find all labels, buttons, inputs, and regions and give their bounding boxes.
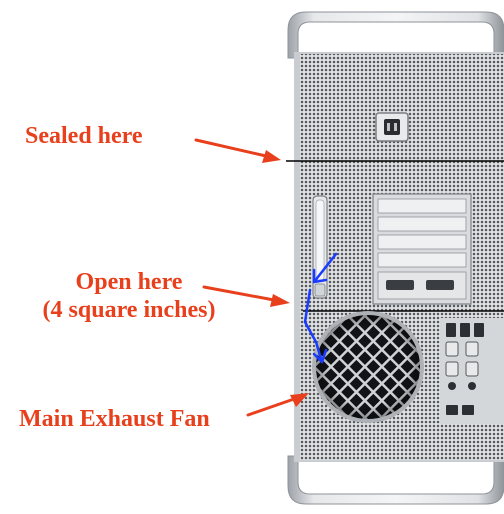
main-exhaust-fan-label: Main Exhaust Fan	[19, 406, 210, 432]
open-here-label: Open here (4 square inches)	[22, 268, 236, 324]
io-ports-panel	[440, 318, 504, 424]
bottom-handle	[287, 455, 504, 505]
top-handle	[287, 11, 504, 59]
fan-grille-icon	[312, 311, 424, 423]
annotation-arrows	[194, 138, 309, 417]
open-here-line1: Open here	[75, 269, 183, 295]
sealed-here-label: Sealed here	[25, 123, 143, 149]
pci-expansion-slots	[372, 193, 472, 305]
open-here-line2: (4 square inches)	[42, 297, 216, 323]
airflow-arrow	[303, 252, 338, 364]
side-latch	[312, 195, 328, 299]
power-socket-icon	[375, 112, 409, 142]
